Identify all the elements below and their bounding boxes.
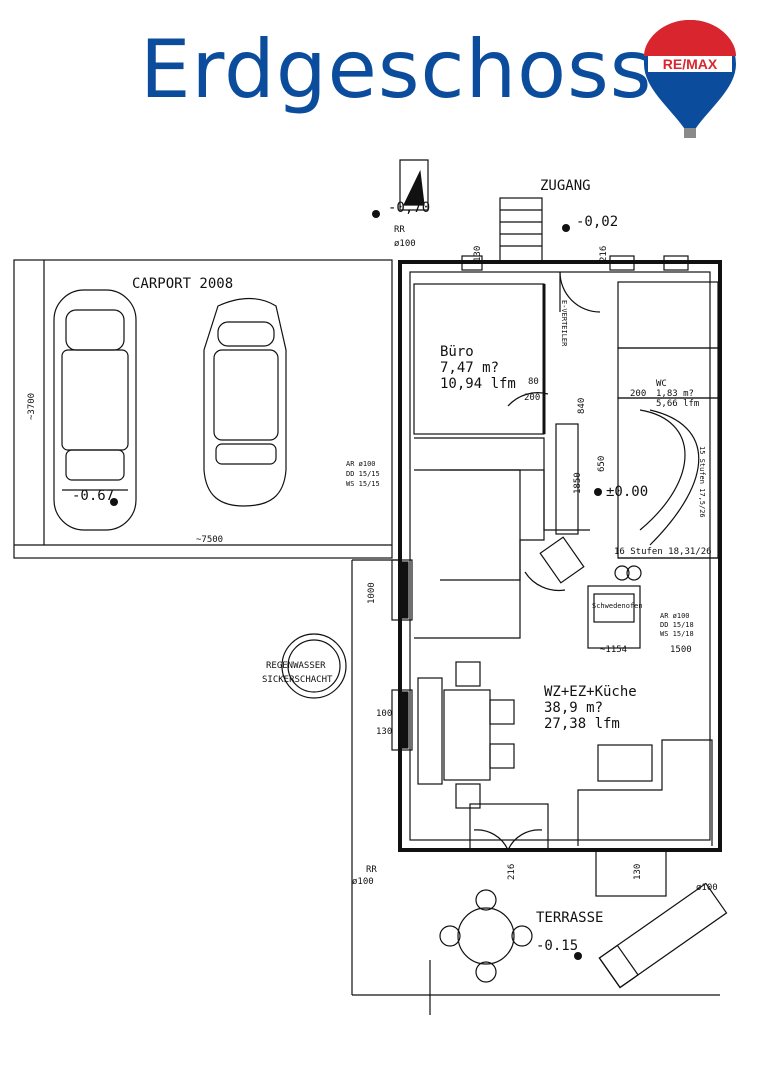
wc-name: WC bbox=[656, 379, 667, 389]
estrich-label: E-VERTEILER bbox=[560, 300, 568, 347]
dim-1000: 1000 bbox=[367, 582, 377, 604]
carport-level: -0.67 bbox=[72, 488, 114, 504]
stairs-top: 15 Stufen 17,5/26 bbox=[698, 446, 706, 518]
rr-bottom-dim: ø100 bbox=[352, 877, 374, 887]
dim-650: 650 bbox=[597, 456, 607, 472]
dim-216-bottom: 216 bbox=[507, 864, 517, 880]
stairs-bottom: 16 Stufen 18,31/26 bbox=[614, 547, 712, 557]
dim-80: 80 bbox=[528, 377, 539, 387]
rr-top-dim: ø100 bbox=[394, 239, 416, 249]
carport-outline bbox=[13, 259, 393, 559]
page-title: Erdgeschoss bbox=[140, 23, 653, 116]
rainwater-shaft bbox=[281, 633, 347, 699]
wz-lfm: 27,38 lfm bbox=[544, 716, 620, 732]
remax-balloon-logo: RE/MAX bbox=[644, 20, 736, 138]
logo-text: RE/MAX bbox=[663, 56, 718, 72]
oven-label: Schwedenofen bbox=[592, 602, 643, 610]
buero-area: 7,47 m? bbox=[440, 360, 499, 376]
rainwater-line1: REGENWASSER bbox=[266, 661, 326, 671]
dining-table bbox=[443, 689, 491, 781]
dim-130-bottom: 130 bbox=[633, 864, 643, 880]
rr-right-dim: ø100 bbox=[696, 883, 718, 893]
dim-1850: 1850 bbox=[573, 472, 583, 494]
wc-area: 1,83 m? bbox=[656, 389, 694, 399]
rr-top: RR bbox=[394, 225, 405, 235]
window-note-a2: DD 15/15 bbox=[346, 470, 380, 478]
dim-130-left: 130 bbox=[376, 727, 392, 737]
dim-216-top: 216 bbox=[599, 246, 609, 262]
window-note-b3: WS 15/18 bbox=[660, 630, 694, 638]
car-wagon bbox=[53, 289, 137, 531]
main-level: ±0.00 bbox=[606, 484, 648, 500]
outer-level: -0,70 bbox=[388, 200, 430, 216]
terrasse-label: TERRASSE bbox=[536, 910, 603, 926]
rainwater-line2: SICKERSCHACHT bbox=[262, 675, 333, 685]
dim-1154: ~1154 bbox=[600, 645, 627, 655]
window-note-b2: DD 15/18 bbox=[660, 621, 694, 629]
dim-200: 200 bbox=[524, 393, 540, 403]
dim-840: 840 bbox=[577, 398, 587, 414]
entry-level: -0,02 bbox=[576, 214, 618, 230]
window-note-a3: WS 15/15 bbox=[346, 480, 380, 488]
buero-room bbox=[413, 283, 545, 435]
terrasse-level: -0.15 bbox=[536, 938, 578, 954]
buero-lfm: 10,94 lfm bbox=[440, 376, 516, 392]
dim-1500: 1500 bbox=[670, 645, 692, 655]
window-note-b1: AR ø100 bbox=[660, 612, 690, 620]
wz-name: WZ+EZ+Küche bbox=[544, 684, 637, 700]
dim-100: 100 bbox=[376, 709, 392, 719]
window-note-a1: AR ø100 bbox=[346, 460, 376, 468]
car-sports bbox=[203, 297, 287, 507]
wz-area: 38,9 m? bbox=[544, 700, 603, 716]
carport-width: ~7500 bbox=[196, 535, 223, 545]
carport-label: CARPORT 2008 bbox=[132, 276, 233, 292]
wc-lfm: 5,66 lfm bbox=[656, 399, 699, 409]
carport-depth: ~3700 bbox=[27, 393, 37, 420]
buero-name: Büro bbox=[440, 344, 474, 360]
house-outer-wall bbox=[398, 260, 722, 852]
rr-bottom: RR bbox=[366, 865, 377, 875]
floor-plan: ZUGANG CARPORT 2008 ~7500 ~3700 -0.67 -0… bbox=[13, 159, 728, 1015]
terrace-table bbox=[457, 907, 515, 965]
zugang-label: ZUGANG bbox=[540, 178, 591, 194]
dim-200-wc: 200 bbox=[630, 389, 646, 399]
dim-130-top: 130 bbox=[473, 246, 483, 262]
